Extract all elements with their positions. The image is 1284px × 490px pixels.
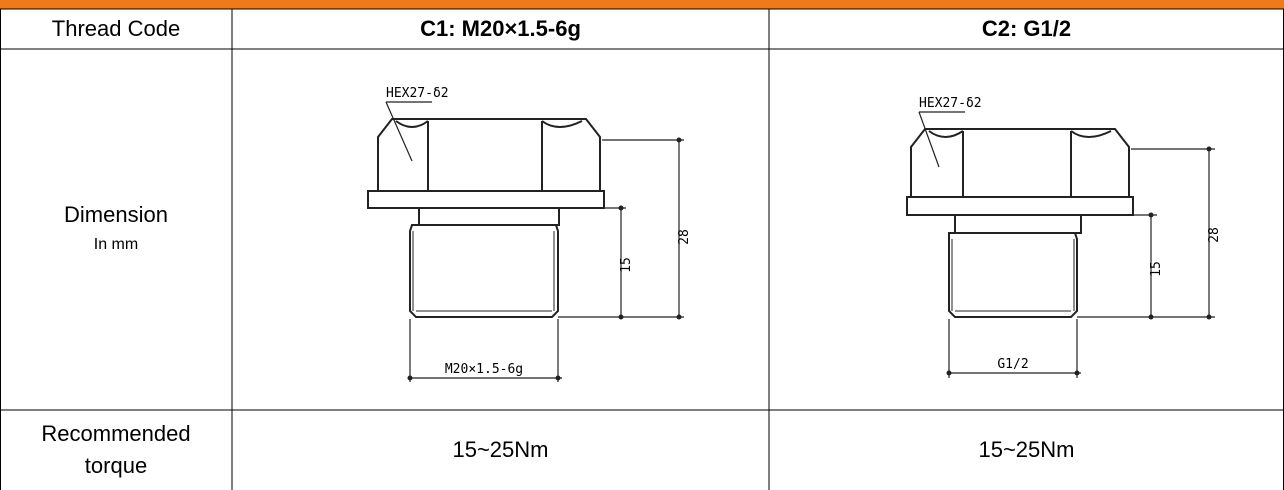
torque-label-line2: torque — [84, 453, 148, 478]
torque-label-cell: Recommended torque — [0, 410, 232, 490]
thread-code-header: Thread Code — [51, 16, 181, 41]
c1-header: C1: M20×1.5-6g — [420, 16, 581, 41]
c2-hex-label: HEX27-δ2 — [919, 96, 982, 111]
c2-thread-label: G1/2 — [997, 357, 1028, 372]
c1-dimension-drawing: HEX27-δ2 28 15 M20×1.5-6g — [367, 86, 692, 382]
dimension-unit: In mm — [93, 235, 139, 253]
c1-thread-label: M20×1.5-6g — [445, 362, 523, 377]
dimension-label-cell: Dimension In mm — [0, 49, 232, 410]
torque-label-line1: Recommended — [41, 421, 191, 446]
c1-dim-thread: 15 — [619, 257, 634, 273]
dimension-label: Dimension — [64, 201, 168, 227]
c1-torque-value: 15~25Nm — [452, 437, 549, 462]
header-accent-bar — [0, 0, 1284, 9]
c2-dimension-drawing: HEX27-δ2 28 15 G1/2 — [906, 96, 1222, 378]
c1-dim-total: 28 — [677, 229, 692, 245]
c2-dim-thread: 15 — [1149, 261, 1164, 277]
c2-torque-value: 15~25Nm — [978, 437, 1075, 462]
c1-hex-label: HEX27-δ2 — [386, 86, 449, 101]
c2-header: C2: G1/2 — [981, 16, 1072, 41]
c2-dim-total: 28 — [1207, 227, 1222, 243]
